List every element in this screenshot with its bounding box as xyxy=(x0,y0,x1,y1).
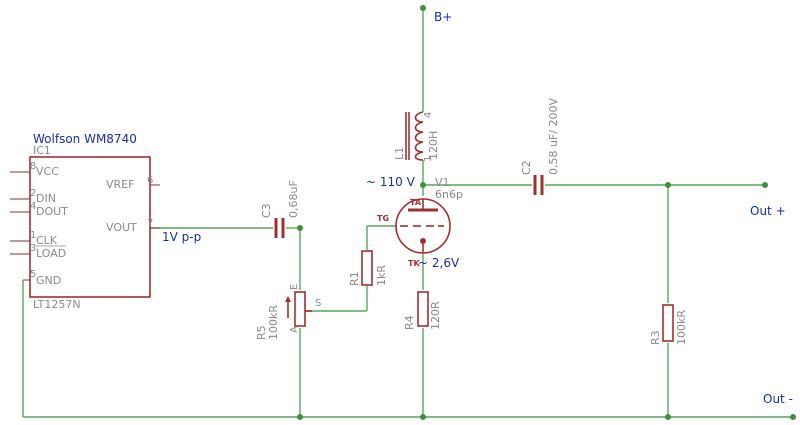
node-c3-pot xyxy=(297,225,303,231)
junctions xyxy=(297,5,796,420)
ic1-pin-gnd: GND xyxy=(36,274,61,287)
node-anode xyxy=(420,182,426,188)
v1-value: 6n6p xyxy=(435,188,463,201)
r5-potentiometer: R5 100kR E A S xyxy=(255,284,321,340)
c3-value: 0,68uF xyxy=(287,180,300,218)
l1-inductor: L1 120H 4 1 xyxy=(393,111,440,162)
l1-pin-bot: 1 xyxy=(423,156,434,162)
r5-pin-s: S xyxy=(315,298,321,309)
r1-ref: R1 xyxy=(348,271,361,286)
node-bplus xyxy=(420,5,426,11)
ic1-pin4-num: 4 xyxy=(30,201,36,212)
v1-vacuum-tube: V1 6n6p TA TG TK xyxy=(377,176,463,268)
r3-ref: R3 xyxy=(649,330,662,345)
ic1-pin-vcc: VCC xyxy=(36,165,59,178)
c3-ref: C3 xyxy=(260,203,273,218)
ic1-pin-load: LOAD xyxy=(36,247,66,260)
v1-pin-tk: TK xyxy=(408,259,420,268)
ic1-pin1-num: 1 xyxy=(30,230,36,241)
node-out-minus xyxy=(790,414,796,420)
l1-pin-top: 4 xyxy=(423,112,434,118)
c2-ref: C2 xyxy=(520,160,533,175)
ic1-pin7-num: 7 xyxy=(147,218,153,229)
v1-ref: V1 xyxy=(435,176,450,189)
c3-capacitor: C3 0,68uF xyxy=(260,180,300,238)
r3-value: 100kR xyxy=(675,310,688,345)
ic1-body xyxy=(29,156,151,298)
v1-pin-ta: TA xyxy=(410,198,422,207)
r4-ref: R4 xyxy=(403,315,416,330)
r5-value: 100kR xyxy=(267,305,280,340)
ic1-ref: IC1 xyxy=(33,144,51,157)
r4-resistor: R4 120R xyxy=(403,291,442,330)
l1-value: 120H xyxy=(427,131,440,160)
node-r3-gnd xyxy=(665,414,671,420)
ic1-pin6-num: 6 xyxy=(147,175,153,186)
ic1-pin-din: DIN xyxy=(36,192,56,205)
ic1-pin3-num: 3 xyxy=(30,243,36,254)
ic1-pin-vout: VOUT xyxy=(106,221,137,234)
ic1-chip: Wolfson WM8740 IC1 LT1257N 8 VCC 2 DIN 4… xyxy=(10,132,160,311)
ic1-pin5-num: 5 xyxy=(30,269,36,280)
l1-ref: L1 xyxy=(393,147,406,160)
wires xyxy=(22,8,793,418)
r1-resistor: R1 1kR xyxy=(348,250,388,286)
net-out-minus: Out - xyxy=(763,392,793,406)
c2-capacitor: C2 0,58 uF/ 200V xyxy=(520,98,560,195)
r3-resistor: R3 100kR xyxy=(649,304,688,345)
r1-value: 1kR xyxy=(375,265,388,286)
ic1-pin-dout: DOUT xyxy=(36,205,68,218)
v1-pin-tg: TG xyxy=(377,214,389,223)
cathode-voltage: ~ 2,6V xyxy=(418,256,460,270)
r5-ref: R5 xyxy=(255,325,268,340)
r5-pin-a: A xyxy=(289,326,300,333)
ic1-pin8-num: 8 xyxy=(30,161,36,172)
node-pot-gnd xyxy=(297,414,303,420)
node-r4-gnd xyxy=(420,414,426,420)
ic1-pin-clk: CLK xyxy=(36,234,58,247)
r5-pin-e: E xyxy=(289,284,300,290)
ic1-pin-vref: VREF xyxy=(106,178,134,191)
node-r3-top xyxy=(665,182,671,188)
anode-voltage: ~ 110 V xyxy=(366,175,416,189)
ic1-value: LT1257N xyxy=(33,298,81,311)
net-bplus: B+ xyxy=(434,10,452,24)
r4-value: 120R xyxy=(429,301,442,330)
ic1-maker: Wolfson WM8740 xyxy=(33,132,137,146)
net-out-plus: Out + xyxy=(750,204,786,218)
signal-label: 1V p-p xyxy=(162,230,201,244)
ic1-pin2-num: 2 xyxy=(30,188,36,199)
c2-value: 0,58 uF/ 200V xyxy=(547,98,560,175)
node-out-plus xyxy=(762,182,768,188)
